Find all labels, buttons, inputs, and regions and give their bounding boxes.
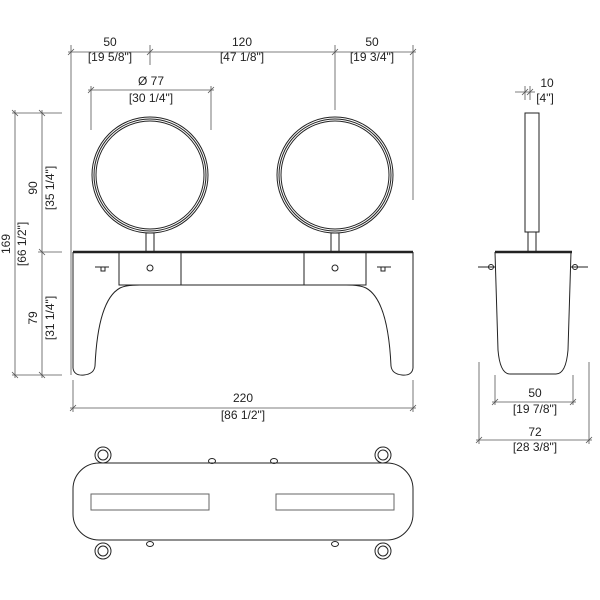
dim-post-in: [4"] [536, 91, 554, 105]
dim-center-in: [47 1/8"] [220, 50, 264, 64]
side-view [475, 86, 593, 444]
drawer-right [303, 251, 367, 286]
height-dimension-lines [11, 109, 62, 379]
console-front [72, 250, 414, 376]
dim-total-height-cm: 169 [0, 234, 13, 254]
dim-mirror-in: [30 1/4"] [129, 91, 173, 105]
mirror-left [91, 116, 209, 253]
dim-base-height-cm: 79 [26, 311, 40, 325]
width-dimension-line [69, 380, 417, 412]
dim-center-cm: 120 [232, 35, 252, 49]
dim-right-cm: 50 [365, 35, 379, 49]
plan-view [72, 446, 414, 560]
dim-left-in: [19 5/8"] [88, 50, 132, 64]
dim-bottom-in: [19 7/8"] [513, 402, 557, 416]
dim-bottom-cm: 50 [528, 386, 542, 400]
dim-post-cm: 10 [540, 76, 554, 90]
dim-right-in: [19 3/4"] [350, 50, 394, 64]
dim-total-height-in: [66 1/2"] [15, 222, 29, 266]
dim-width-in: [86 1/2"] [221, 408, 265, 422]
drawer-knob-icon [146, 264, 154, 272]
dim-base-height-in: [31 1/4"] [43, 296, 57, 340]
dim-mirror-height-cm: 90 [26, 181, 40, 195]
dim-mirror-height-in: [35 1/4"] [43, 166, 57, 210]
drawer-knob-icon [331, 264, 339, 272]
top-dimension-line [67, 45, 417, 375]
dim-mirror-cm: Ø 77 [138, 74, 164, 88]
mirror-right [276, 116, 394, 253]
mirror-dimension-line [87, 86, 215, 130]
dim-width-cm: 220 [233, 391, 253, 405]
dim-left-cm: 50 [103, 35, 117, 49]
dim-depth-cm: 72 [528, 425, 542, 439]
dim-depth-in: [28 3/8"] [513, 440, 557, 454]
drawer-left [118, 251, 182, 286]
